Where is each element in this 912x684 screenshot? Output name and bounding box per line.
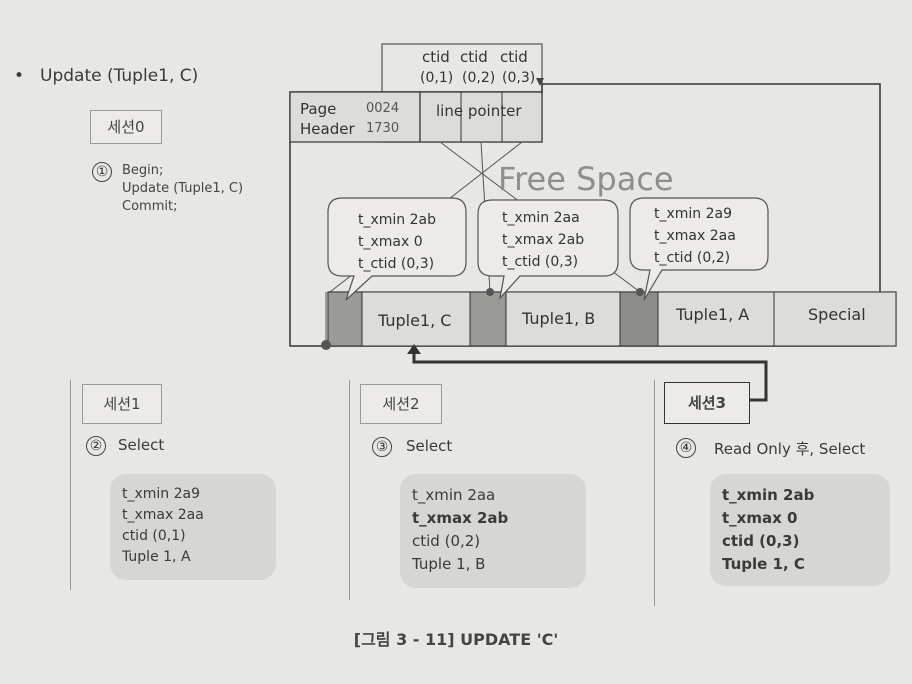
tuple-a-label: Tuple1, A [675,305,749,324]
chain-dot-3 [636,288,644,296]
free-space-label: Free Space [498,160,674,198]
bubble-1 [327,197,467,301]
bubble-3-line-1: t_xmin 2a9 [654,206,732,222]
line-pointer-label: line pointer [436,102,522,120]
ctid-value-3: (0,3) [502,70,535,86]
special-label: Special [808,305,866,324]
bubble-2-line-1: t_xmin 2aa [502,210,580,226]
special-cell [773,291,897,347]
chain-dot-2 [486,288,494,296]
step2-number: ② [86,436,106,456]
session1-result: t_xmin 2a9 t_xmax 2aa ctid (0,1) Tuple 1… [110,474,276,580]
session1-result-line: Tuple 1, A [122,549,191,565]
figure-caption: [그림 3 - 11] UPDATE 'C' [353,630,559,649]
tuple-b-label: Tuple1, B [521,309,595,328]
session2-result-line: t_xmin 2aa [412,486,496,504]
step4-number: ④ [676,438,696,458]
page-header-value1: 0024 [366,101,399,116]
session3-result-line: t_xmin 2ab [722,486,815,504]
bubble-1-line-3: t_ctid (0,3) [358,256,434,272]
page-header-line2: Header [300,120,355,138]
separator-1 [70,380,71,590]
tuple-c-label: Tuple1, C [377,311,451,330]
ctid-label-1: ctid [422,48,450,66]
session0-line-1: Begin; [122,163,164,178]
tuple-gap-3 [619,291,659,347]
tuple-b-cell [505,291,621,347]
session2-result-line: ctid (0,2) [412,532,481,550]
session0-line-3: Commit; [122,199,178,214]
session3-result: t_xmin 2ab t_xmax 0 ctid (0,3) Tuple 1, … [710,474,890,586]
session3-label: 세션3 [664,382,750,424]
tuple-gap-1 [327,291,363,347]
ctid-value-2: (0,2) [462,70,495,86]
page-header-line1: Page [300,100,336,118]
tuple-a-cell [657,291,775,347]
bullet: • [14,66,25,86]
update-title: Update (Tuple1, C) [40,66,199,86]
line-pointer-cell [419,91,543,143]
bubble-2-line-2: t_xmax 2ab [502,232,584,248]
session3-result-line: ctid (0,3) [722,532,800,550]
page-header-value2: 1730 [366,121,399,136]
chain-dot-1 [321,340,331,350]
ctid-arrow-head [536,78,544,86]
bubble-3-line-2: t_xmax 2aa [654,228,736,244]
ctid-label-2: ctid [460,48,488,66]
session2-label: 세션2 [360,384,442,424]
bubble-2-line-3: t_ctid (0,3) [502,254,578,270]
ctid-label-3: ctid [500,48,528,66]
step3-number: ③ [372,437,392,457]
separator-2 [349,380,350,600]
session3-step: Read Only 후, Select [714,440,866,458]
session1-result-line: ctid (0,1) [122,528,186,544]
bubble-3 [629,197,769,301]
bubble-1-line-2: t_xmax 0 [358,234,423,250]
session1-step: Select [118,436,165,454]
session1-result-line: t_xmax 2aa [122,507,204,523]
bubble-2 [477,199,619,300]
separator-3 [654,380,655,606]
session3-arrow-head [407,344,421,354]
step1-number: ① [92,162,112,182]
session3-result-line: t_xmax 0 [722,509,798,527]
session1-label: 세션1 [82,384,162,424]
session2-step: Select [406,437,453,455]
session2-result: t_xmin 2aa t_xmax 2ab ctid (0,2) Tuple 1… [400,474,586,588]
tuple-c-cell [361,291,471,347]
session2-result-line: Tuple 1, B [412,555,486,573]
ctid-value-1: (0,1) [420,70,453,86]
session0-label: 세션0 [90,110,162,144]
tuple-gap-2 [469,291,507,347]
bubble-1-line-1: t_xmin 2ab [358,212,436,228]
session3-result-line: Tuple 1, C [722,555,805,573]
session2-result-line: t_xmax 2ab [412,509,509,527]
session3-connector [412,352,768,402]
session1-result-line: t_xmin 2a9 [122,486,201,502]
bubble-3-line-3: t_ctid (0,2) [654,250,730,266]
session0-line-2: Update (Tuple1, C) [122,181,244,196]
